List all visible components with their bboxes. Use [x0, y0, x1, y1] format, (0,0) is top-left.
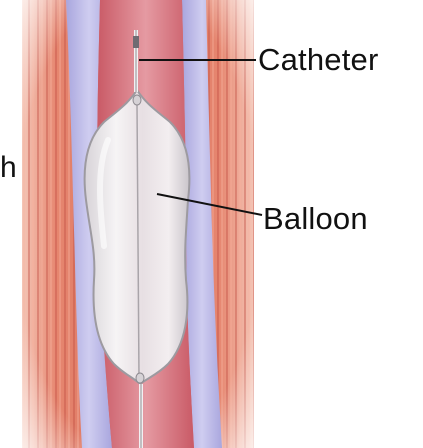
balloon-label: Balloon: [263, 203, 368, 234]
cropped-edge-label: h: [0, 153, 17, 183]
catheter-label: Catheter: [258, 44, 379, 75]
balloon: [85, 90, 190, 384]
